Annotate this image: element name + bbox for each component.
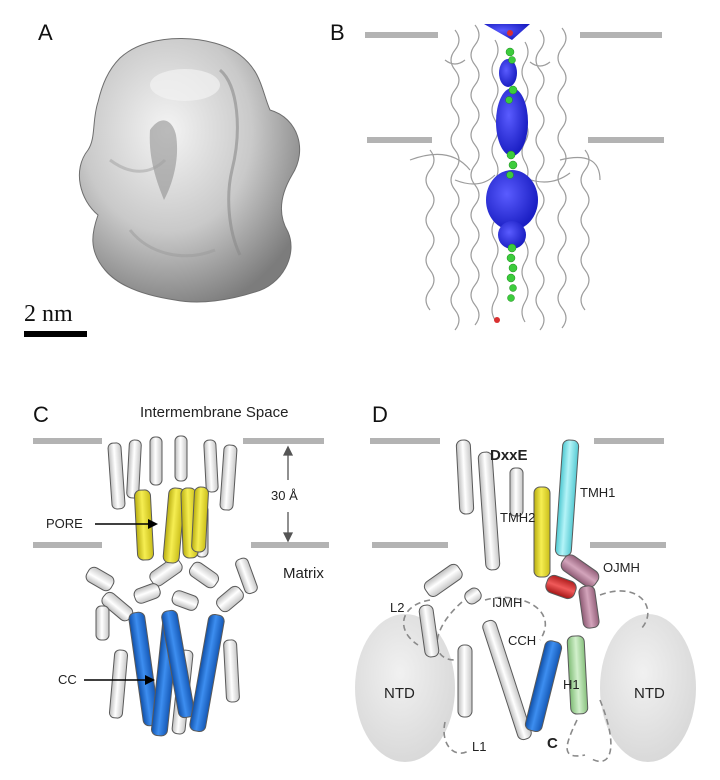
- panel-c-label: C: [33, 402, 49, 427]
- ntd-left-label: NTD: [384, 685, 415, 702]
- ijmh-label: IJMH: [492, 595, 522, 610]
- ion-sphere: [494, 317, 500, 323]
- panel-d: D: [355, 402, 696, 763]
- pore-tunnel: [484, 24, 538, 249]
- dxxe-motif-label: DxxE: [490, 447, 528, 464]
- pore-arrow: [95, 519, 158, 529]
- membrane-thickness-label: 30 Å: [271, 488, 298, 503]
- ojmh-helix: [560, 554, 600, 629]
- c-terminus-label: C: [547, 735, 558, 752]
- panel-c: C Intermembrane Space 30 Å Matrix: [33, 402, 329, 737]
- l2-label: L2: [390, 600, 404, 615]
- scale-bar: [24, 331, 87, 337]
- h1-helix: [566, 635, 589, 715]
- l1-label: L1: [472, 739, 486, 754]
- ijmh-helix: [545, 574, 577, 600]
- matrix-label: Matrix: [283, 565, 324, 582]
- cc-label: CC: [58, 672, 77, 687]
- panel-b-label: B: [330, 20, 345, 45]
- cc-arrow: [84, 675, 155, 685]
- h1-label: H1: [563, 677, 580, 692]
- thickness-arrow: [282, 445, 294, 543]
- pore-label: PORE: [46, 516, 83, 531]
- tmh1-helix: [554, 439, 580, 557]
- ion-sphere: [507, 30, 513, 36]
- cch-label: CCH: [508, 633, 536, 648]
- panel-b: B: [330, 20, 664, 331]
- panel-a: A 2 nm: [24, 20, 301, 337]
- ntd-right-label: NTD: [634, 685, 665, 702]
- loop-paths: [402, 590, 649, 763]
- coiled-coil-helices: [128, 609, 225, 737]
- ntd-right-domain: [600, 614, 696, 762]
- tmh2-helix: [533, 486, 551, 578]
- pore-helices: [133, 486, 209, 564]
- em-density-map: [78, 38, 301, 303]
- panel-a-label: A: [38, 20, 53, 45]
- water-spheres: [505, 47, 518, 302]
- intermembrane-space-label: Intermembrane Space: [140, 404, 288, 421]
- cch-helix: [524, 640, 563, 733]
- scale-bar-label: 2 nm: [24, 301, 73, 327]
- ojmh-label: OJMH: [603, 560, 640, 575]
- panel-d-label: D: [372, 402, 388, 427]
- gray-helices-d: [418, 439, 532, 741]
- tmh2-label: TMH2: [500, 510, 535, 525]
- tmh1-label: TMH1: [580, 485, 615, 500]
